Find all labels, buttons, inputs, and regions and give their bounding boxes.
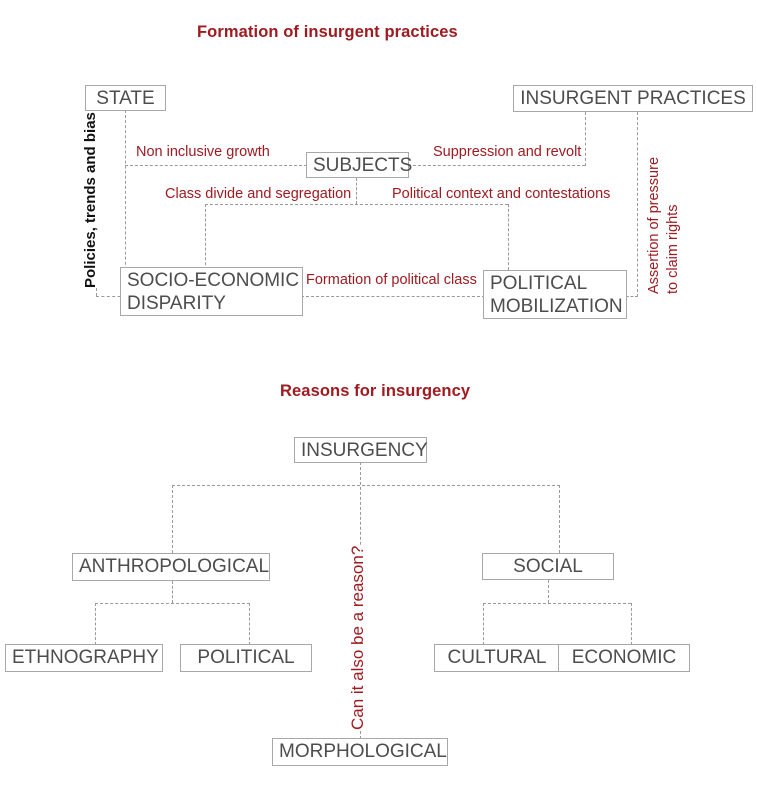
- side-label-assertion-of-pressure: Assertion of pressure: [646, 156, 662, 294]
- connector-rail-to-social: [559, 485, 560, 553]
- connector-state-to-left-spine: [125, 110, 126, 290]
- connector-rail-to-anthropological: [172, 485, 173, 553]
- top-diagram-title: Formation of insurgent practices: [197, 23, 458, 41]
- connector-anthropological-down: [172, 581, 173, 603]
- side-label-policies-trends-and-bias: Policies, trends and bias: [82, 112, 99, 288]
- node-economic[interactable]: ECONOMIC: [558, 644, 690, 672]
- connector-social-down: [548, 580, 549, 603]
- connector-rail-to-ethnography: [95, 603, 96, 645]
- connector-rail-to-political: [249, 603, 250, 645]
- connector-bottom-left-to-right: [125, 296, 485, 297]
- connector-insurgent-practices-down-left: [585, 112, 586, 166]
- connector-subjects-to-insurgent-practices: [408, 165, 585, 166]
- connector-mid-rail-to-political: [508, 204, 509, 270]
- node-ethnography[interactable]: ETHNOGRAPHY: [5, 644, 163, 672]
- connector-rail-to-cultural: [483, 603, 484, 645]
- connector-assertion-rail-vertical: [637, 112, 638, 297]
- connector-level1-rail: [172, 485, 560, 486]
- node-anthropological[interactable]: ANTHROPOLOGICAL: [72, 553, 270, 581]
- edge-label-can-it-also-be-a-reason: Can it also be a reason?: [348, 545, 368, 730]
- side-label-to-claim-rights: to claim rights: [665, 204, 681, 294]
- bottom-diagram-title: Reasons for insurgency: [280, 382, 471, 400]
- node-subjects[interactable]: SUBJECTS: [306, 152, 412, 178]
- node-socio-economic-disparity[interactable]: SOCIO-ECONOMIC DISPARITY: [120, 267, 303, 316]
- edge-label-class-divide-and-segregation: Class divide and segregation: [162, 186, 355, 203]
- connector-anthropological-rail: [95, 603, 250, 604]
- edge-label-formation-of-political-class: Formation of political class: [303, 272, 480, 289]
- node-political[interactable]: POLITICAL: [180, 644, 312, 672]
- edge-label-non-inclusive-growth: Non inclusive growth: [133, 144, 273, 161]
- node-insurgency[interactable]: INSURGENCY: [294, 437, 428, 463]
- connector-policies-rail-bottom: [96, 296, 126, 297]
- node-cultural[interactable]: CULTURAL: [434, 644, 560, 672]
- node-social[interactable]: SOCIAL: [482, 553, 614, 580]
- node-state[interactable]: STATE: [85, 85, 166, 111]
- node-morphological[interactable]: MORPHOLOGICAL: [272, 738, 448, 766]
- connector-state-to-subjects: [125, 165, 307, 166]
- node-political-mobilization[interactable]: POLITICAL MOBILIZATION: [483, 270, 627, 319]
- connector-rail-to-economic: [631, 603, 632, 645]
- connector-mid-rail: [205, 204, 508, 205]
- connector-social-rail: [483, 603, 631, 604]
- edge-label-suppression-and-revolt: Suppression and revolt: [430, 144, 585, 161]
- node-insurgent-practices[interactable]: INSURGENT PRACTICES: [513, 85, 753, 112]
- edge-label-political-context-and-contestations: Political context and contestations: [389, 186, 614, 203]
- connector-subjects-down: [356, 178, 357, 204]
- connector-mid-rail-to-socio: [205, 204, 206, 270]
